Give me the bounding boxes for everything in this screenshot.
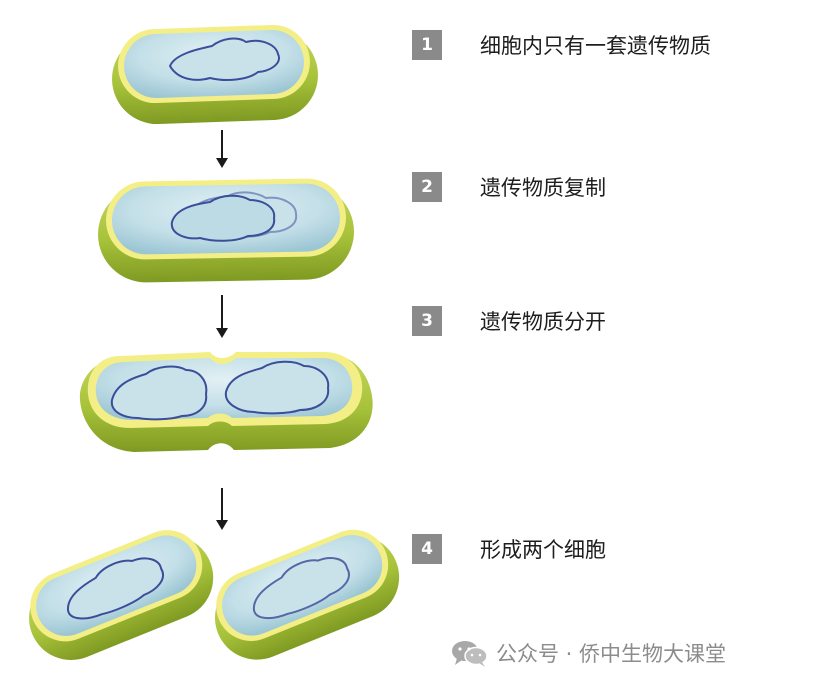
arrow-down-icon bbox=[216, 130, 228, 168]
dna-icon bbox=[169, 37, 280, 81]
step-number-badge: 1 bbox=[412, 30, 442, 60]
watermark-text: 公众号 · 侨中生物大课堂 bbox=[496, 642, 727, 666]
cell-stage-3 bbox=[79, 352, 373, 452]
step-number-badge: 3 bbox=[412, 306, 442, 336]
step-2: 2 遗传物质复制 bbox=[412, 172, 606, 202]
dna-icon bbox=[252, 557, 350, 620]
step-number-badge: 4 bbox=[412, 534, 442, 564]
cell-stage-4-right bbox=[214, 529, 400, 660]
step-3: 3 遗传物质分开 bbox=[412, 306, 606, 336]
dna-icon bbox=[170, 194, 276, 242]
step-1: 1 细胞内只有一套遗传物质 bbox=[412, 30, 711, 60]
step-4: 4 形成两个细胞 bbox=[412, 534, 606, 564]
watermark: 公众号 · 侨中生物大课堂 bbox=[450, 638, 726, 668]
arrow-down-icon bbox=[216, 295, 228, 338]
cell-stage-1 bbox=[112, 24, 318, 125]
step-label: 遗传物质分开 bbox=[480, 310, 606, 334]
step-label: 形成两个细胞 bbox=[480, 538, 606, 562]
cell-stage-2 bbox=[98, 178, 354, 283]
cell-stage-4-left bbox=[29, 530, 214, 661]
dna-icon bbox=[110, 365, 208, 421]
step-label: 细胞内只有一套遗传物质 bbox=[480, 34, 711, 58]
dna-icon bbox=[224, 360, 330, 415]
step-label: 遗传物质复制 bbox=[480, 176, 606, 200]
wechat-icon bbox=[452, 641, 488, 667]
dna-icon bbox=[67, 557, 164, 620]
step-number-badge: 2 bbox=[412, 172, 442, 202]
arrow-down-icon bbox=[216, 488, 228, 530]
